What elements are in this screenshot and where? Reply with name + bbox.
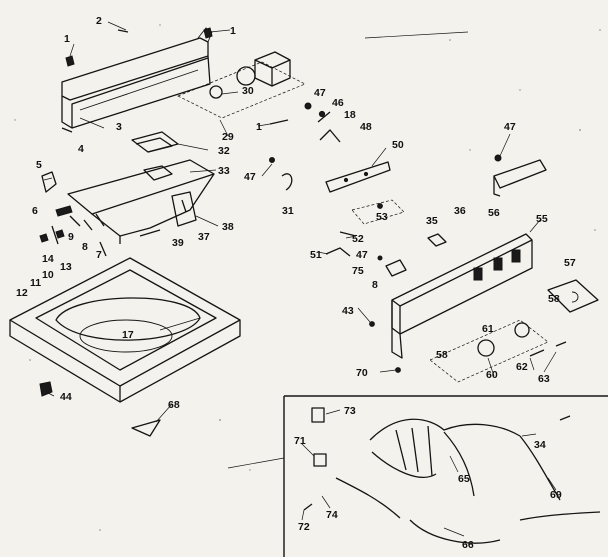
lid-switch [139, 191, 197, 237]
callout-43: 43 [342, 305, 354, 317]
callout-18: 18 [344, 109, 356, 121]
callout-8a: 8 [82, 241, 88, 253]
knob-75 [377, 255, 407, 277]
callout-47c: 47 [244, 171, 256, 183]
switch-hardware [304, 102, 341, 143]
callout-1c: 1 [256, 121, 262, 133]
top-cover-parts [67, 131, 215, 244]
callout-44: 44 [60, 391, 72, 403]
callout-58a: 58 [548, 293, 560, 305]
callout-35: 35 [426, 215, 438, 227]
callout-52: 52 [352, 233, 364, 245]
callout-33: 33 [218, 165, 230, 177]
callout-12: 12 [16, 287, 28, 299]
callout-38: 38 [222, 221, 234, 233]
callout-2: 2 [96, 15, 102, 27]
timer-assembly [177, 51, 306, 119]
knob-57 [547, 279, 599, 313]
callout-32: 32 [218, 145, 230, 157]
callout-63: 63 [538, 373, 550, 385]
callout-47b: 47 [504, 121, 516, 133]
callout-5: 5 [36, 159, 42, 171]
callout-50: 50 [392, 139, 404, 151]
callout-56: 56 [488, 207, 500, 219]
callout-4: 4 [78, 143, 84, 155]
callout-10: 10 [42, 269, 54, 281]
scan-noise [14, 24, 601, 531]
callout-68: 68 [168, 399, 180, 411]
clip-part [131, 419, 161, 437]
callout-60: 60 [486, 369, 498, 381]
control-panel-housing [61, 27, 213, 129]
callout-7: 7 [96, 249, 102, 261]
fastener-cluster [39, 213, 107, 257]
callout-46: 46 [332, 97, 344, 109]
callout-72: 72 [298, 521, 310, 533]
hinge-bracket [41, 171, 73, 217]
washer-top [9, 257, 241, 403]
callout-75: 75 [352, 265, 364, 277]
callout-1a: 1 [64, 33, 70, 45]
bracket-56 [493, 154, 547, 197]
callout-48: 48 [360, 121, 372, 133]
callout-14: 14 [42, 253, 54, 265]
control-rail [325, 161, 391, 193]
callout-11: 11 [30, 277, 41, 289]
callout-9: 9 [68, 231, 74, 243]
callout-55: 55 [536, 213, 548, 225]
callout-17: 17 [122, 329, 134, 341]
callout-66: 66 [462, 539, 474, 551]
knob-assembly-58 [429, 319, 567, 383]
switch-35 [427, 233, 447, 247]
callout-8b: 8 [372, 279, 378, 291]
callout-36: 36 [454, 205, 466, 217]
callout-69: 69 [550, 489, 562, 501]
screw-parts [61, 27, 289, 133]
callout-53: 53 [376, 211, 388, 223]
callout-61: 61 [482, 323, 494, 335]
callout-leaders [45, 21, 557, 537]
callout-47a: 47 [314, 87, 326, 99]
wiring-harness-inset [227, 395, 608, 557]
callout-47d: 47 [356, 249, 368, 261]
callout-1b: 1 [230, 25, 236, 37]
callout-65: 65 [458, 473, 470, 485]
callout-71: 71 [294, 435, 306, 447]
panel-screws [369, 321, 401, 373]
callout-73: 73 [344, 405, 356, 417]
callout-37: 37 [198, 231, 210, 243]
leveling-foot [39, 381, 53, 397]
callout-51: 51 [310, 249, 322, 261]
callout-3: 3 [116, 121, 122, 133]
callout-6: 6 [32, 205, 38, 217]
callout-62: 62 [516, 361, 528, 373]
callout-31: 31 [282, 205, 294, 217]
callout-70: 70 [356, 367, 368, 379]
callout-labels: 1 2 1 30 47 46 18 48 3 29 1 4 32 50 47 5… [16, 15, 576, 551]
callout-34: 34 [534, 439, 546, 451]
wire-clip [325, 231, 357, 257]
callout-39: 39 [172, 237, 184, 249]
console-panel [391, 233, 533, 359]
reference-line [364, 31, 469, 39]
callout-58b: 58 [436, 349, 448, 361]
callout-13: 13 [60, 261, 72, 273]
callout-74: 74 [326, 509, 338, 521]
callout-30: 30 [242, 85, 254, 97]
callout-57: 57 [564, 257, 576, 269]
relay-part [269, 157, 293, 191]
switch-53 [351, 199, 405, 225]
callout-29: 29 [222, 131, 234, 143]
